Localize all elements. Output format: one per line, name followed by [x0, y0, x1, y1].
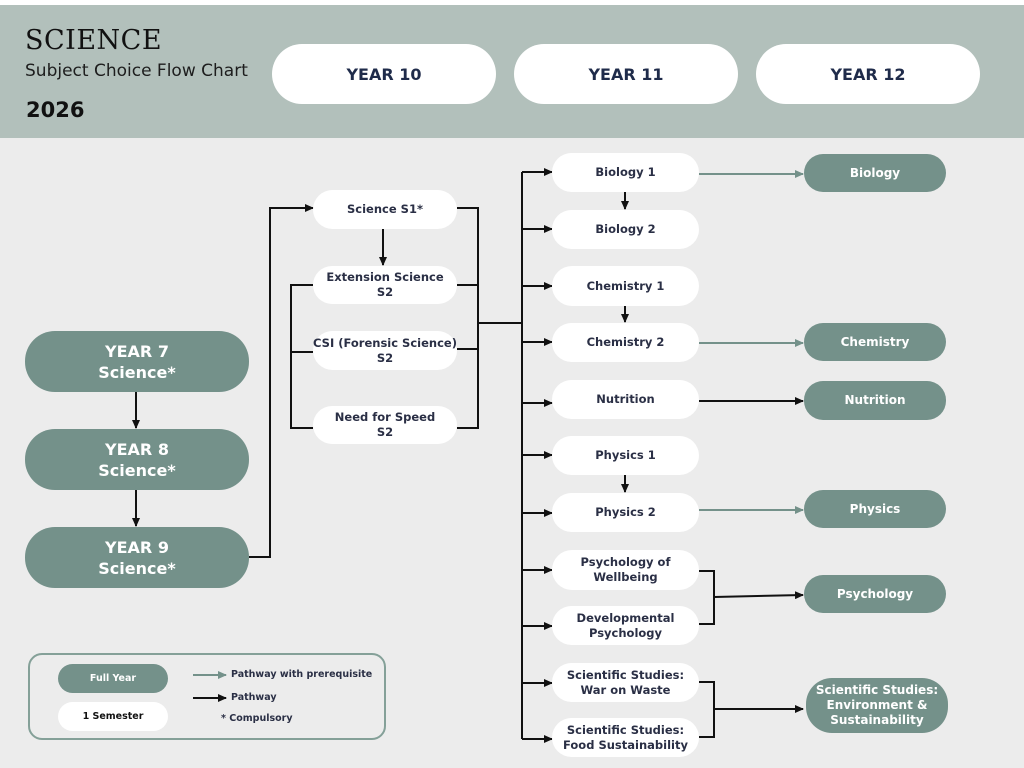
chemistry-y12-node: Chemistry — [804, 323, 946, 361]
scientific-studies-environment-node: Scientific Studies:Environment &Sustaina… — [806, 678, 948, 733]
page-subtitle: Subject Choice Flow Chart — [25, 61, 248, 81]
legend-prerequisite-label: Pathway with prerequisite — [231, 669, 373, 680]
chemistry-2-node: Chemistry 2 — [552, 323, 699, 362]
year-10-header: YEAR 10 — [272, 44, 496, 104]
chemistry-1-node: Chemistry 1 — [552, 266, 699, 306]
legend-compulsory-label: * Compulsory — [221, 713, 293, 724]
legend-box — [28, 653, 386, 740]
biology-2-node: Biology 2 — [552, 210, 699, 249]
biology-1-node: Biology 1 — [552, 153, 699, 192]
top-strip — [0, 0, 1024, 5]
science-s1-node: Science S1* — [313, 190, 457, 229]
nutrition-y12-node: Nutrition — [804, 381, 946, 420]
scientific-studies-food-sustainability-node: Scientific Studies:Food Sustainability — [552, 718, 699, 757]
csi-forensic-science-node: CSI (Forensic Science)S2 — [313, 331, 457, 370]
physics-y12-node: Physics — [804, 490, 946, 528]
page-year: 2026 — [26, 98, 85, 122]
legend-pathway-label: Pathway — [231, 692, 277, 703]
legend-semester-swatch: 1 Semester — [58, 702, 168, 731]
physics-1-node: Physics 1 — [552, 436, 699, 475]
biology-y12-node: Biology — [804, 154, 946, 192]
year-12-header: YEAR 12 — [756, 44, 980, 104]
physics-2-node: Physics 2 — [552, 493, 699, 532]
page-title: SCIENCE — [25, 25, 163, 56]
scientific-studies-war-on-waste-node: Scientific Studies:War on Waste — [552, 663, 699, 702]
legend-full-year-swatch: Full Year — [58, 664, 168, 693]
nutrition-y11-node: Nutrition — [552, 380, 699, 419]
psychology-y12-node: Psychology — [804, 575, 946, 613]
year-11-header: YEAR 11 — [514, 44, 738, 104]
